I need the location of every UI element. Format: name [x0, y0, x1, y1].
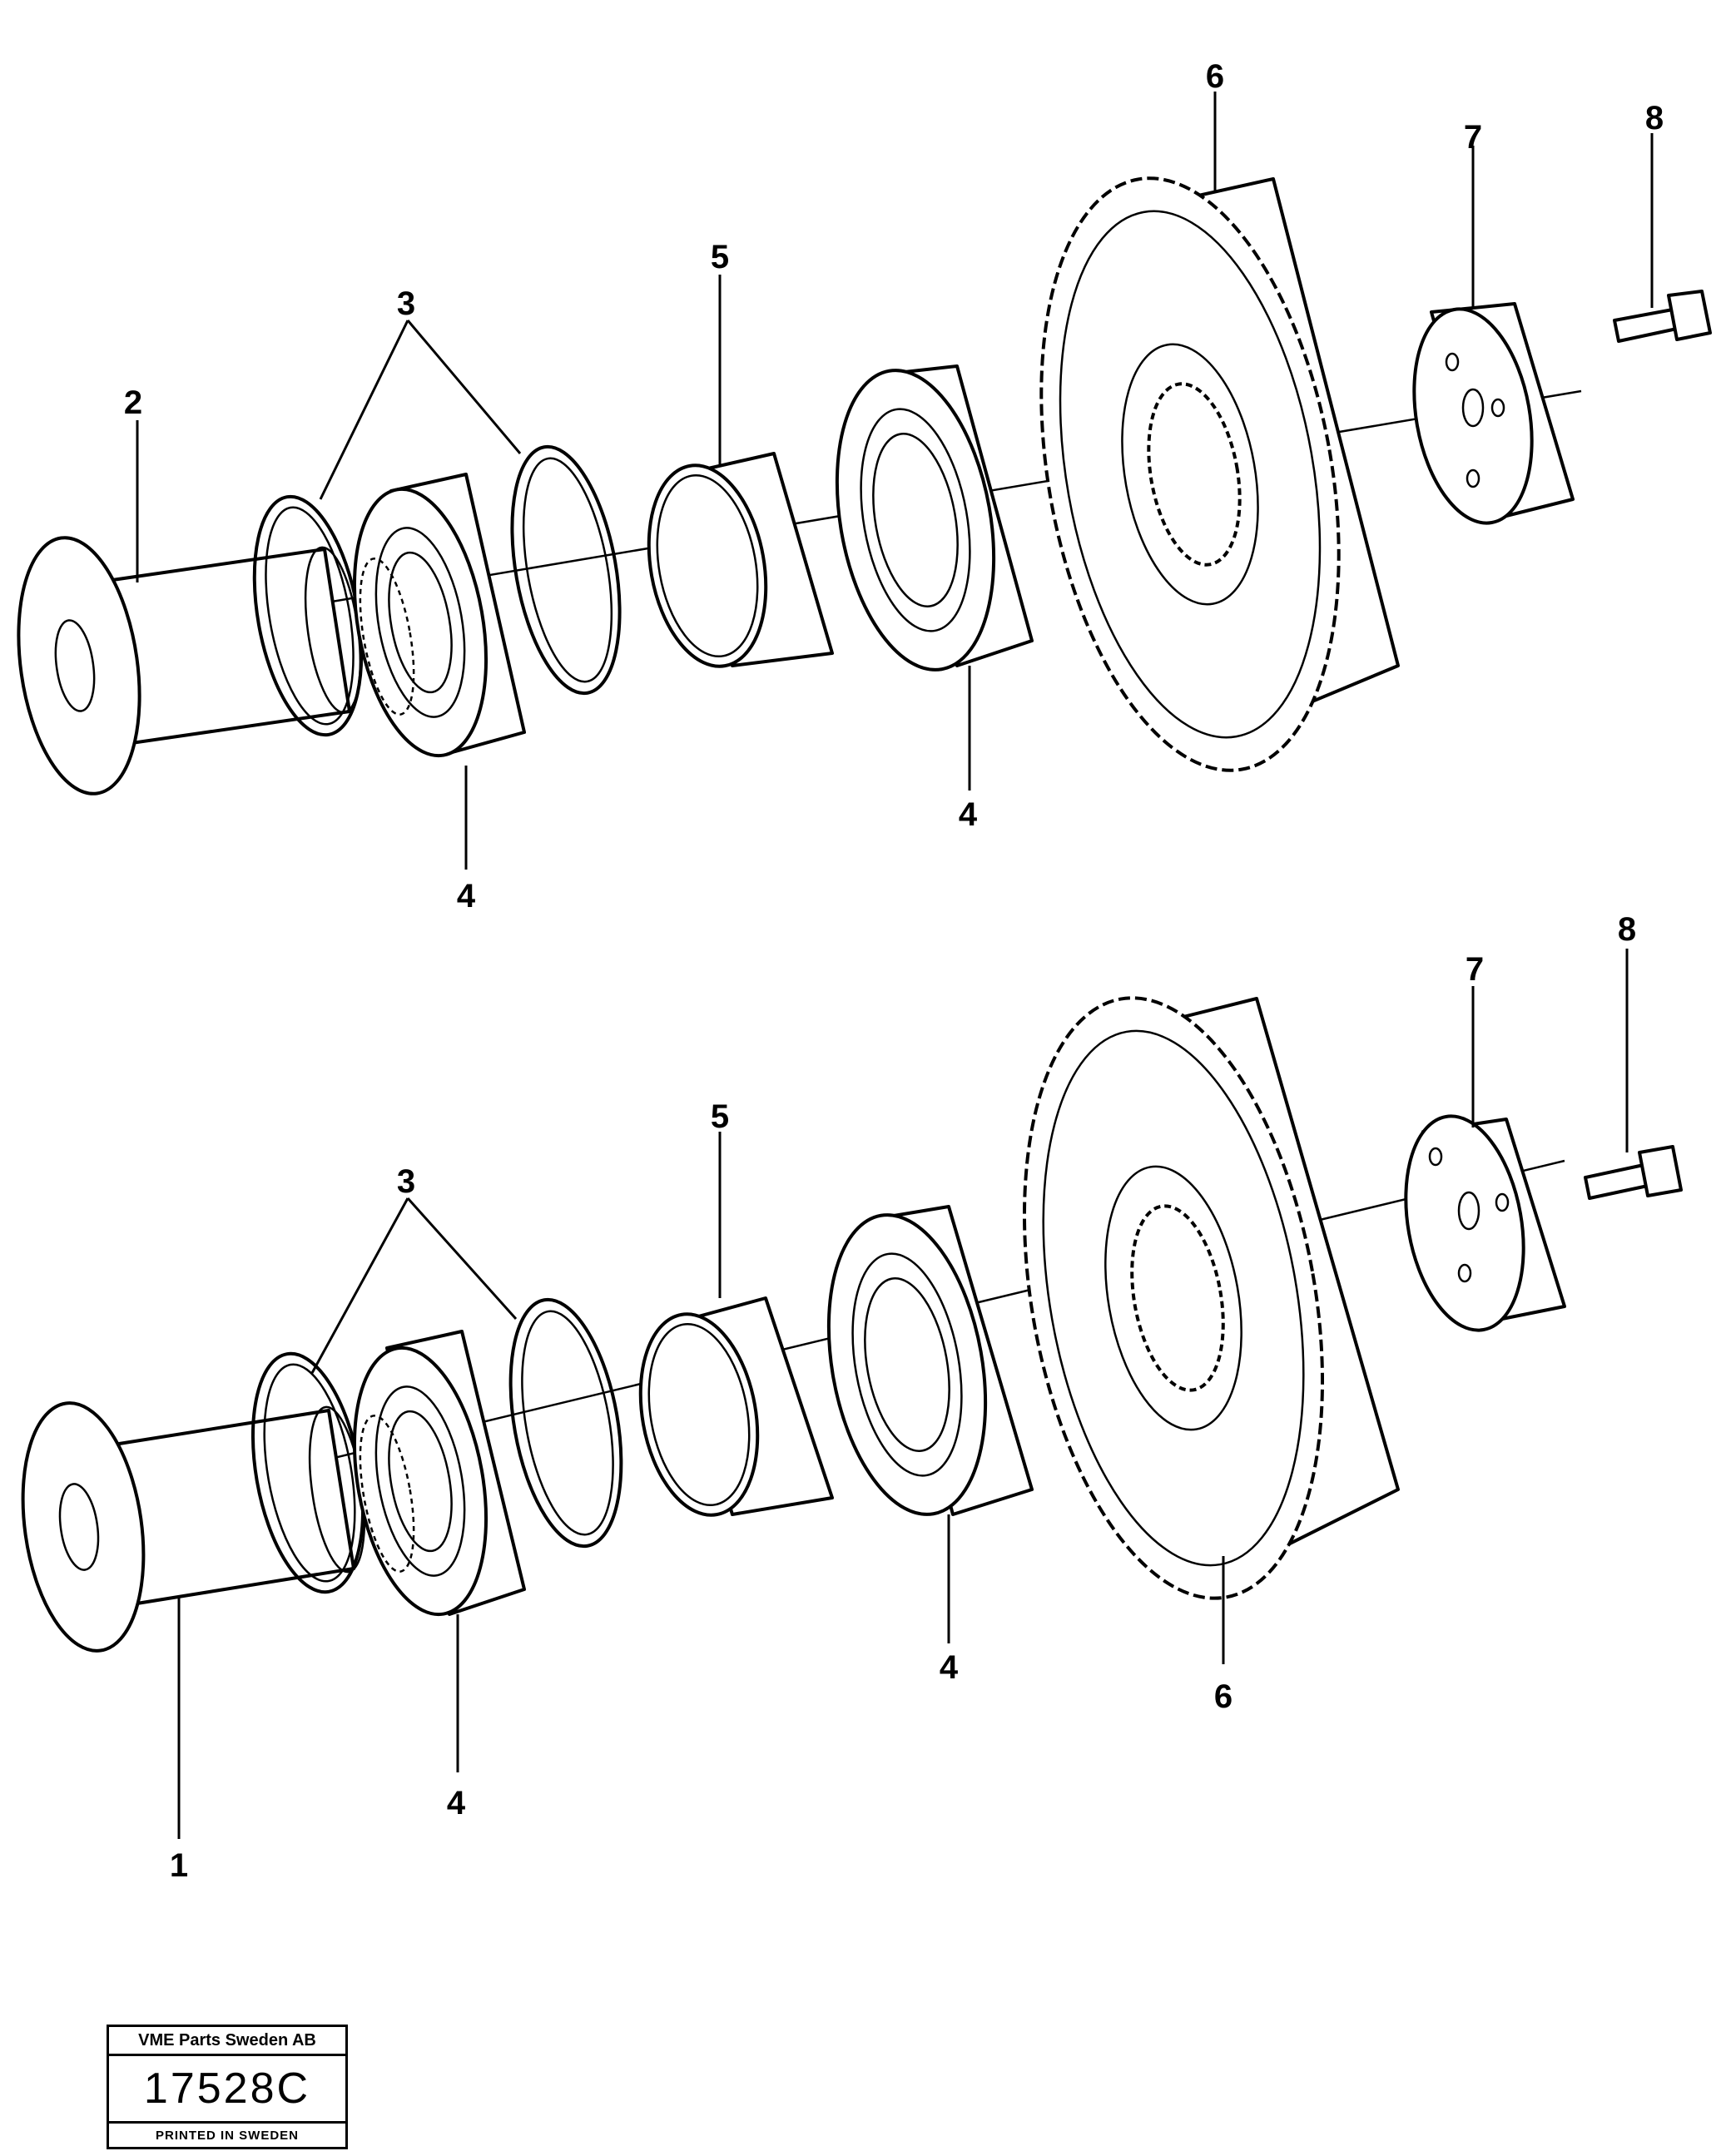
callout-5: 5: [711, 1098, 729, 1135]
stamp-company: VME Parts Sweden AB: [109, 2027, 345, 2056]
ball-bearing-left: [352, 1330, 526, 1617]
callout-4: 4: [959, 796, 978, 833]
callout-4: 4: [940, 1649, 959, 1686]
upper-assembly: 6 7 8 3 5 2 4 4: [17, 58, 1712, 914]
callout-4: 4: [447, 1785, 466, 1821]
spacer-sleeve: [647, 452, 834, 668]
washer-plate: [1404, 1114, 1566, 1332]
callout-7: 7: [1466, 951, 1484, 988]
callout-5: 5: [711, 239, 729, 275]
ball-bearing-right: [835, 364, 1034, 672]
reference-stamp: VME Parts Sweden AB 17528C PRINTED IN SW…: [107, 2025, 348, 2149]
washer-plate: [1412, 302, 1575, 525]
callout-3: 3: [397, 1163, 415, 1200]
shaft-sleeve: [17, 536, 362, 795]
callout-4: 4: [457, 878, 476, 914]
callout-1: 1: [170, 1847, 188, 1884]
callout-6: 6: [1206, 58, 1224, 95]
hex-bolt: [1584, 1145, 1683, 1200]
shaft-sleeve: [21, 1401, 366, 1653]
stamp-printed: PRINTED IN SWEDEN: [155, 2129, 299, 2143]
ball-bearing-left: [352, 473, 526, 758]
callout-8: 8: [1645, 100, 1664, 136]
callout-7: 7: [1464, 119, 1482, 156]
spur-gear: [1039, 176, 1400, 772]
stamp-code: 17528C: [109, 2056, 345, 2124]
snap-ring-right: [508, 1297, 623, 1549]
callout-8: 8: [1618, 911, 1636, 948]
spacer-sleeve: [638, 1296, 834, 1517]
callout-6: 6: [1214, 1678, 1232, 1715]
lower-assembly: 8 7 5 3 4 6 4 1: [21, 911, 1683, 1884]
callout-3: 3: [397, 285, 415, 322]
snap-ring-right: [510, 444, 622, 696]
callout-2: 2: [124, 384, 142, 421]
hex-bolt: [1613, 290, 1712, 343]
spur-gear: [1022, 996, 1400, 1600]
ball-bearing-right: [826, 1205, 1034, 1516]
